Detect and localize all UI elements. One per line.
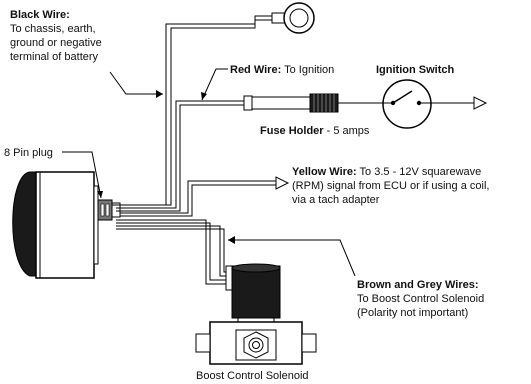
- ring-terminal: [271, 2, 315, 34]
- black-wire: [112, 15, 272, 206]
- black-wire-callout-arrow: [156, 90, 163, 98]
- plug-callout-arrow: [97, 191, 103, 198]
- yellow-wire-line3: via a tach adapter: [292, 194, 380, 206]
- gauge: [12, 171, 99, 279]
- yellow-wire-label: Yellow Wire: To 3.5 - 12V squarewave: [292, 166, 481, 178]
- black-wire-line1: To chassis, earth,: [10, 23, 96, 35]
- yellow-wire-desc: To 3.5 - 12V squarewave: [357, 166, 482, 178]
- yellow-wire: [120, 180, 276, 217]
- yellow-wire-arrow: [275, 176, 290, 190]
- yellow-wire-line2: (RPM) signal from ECU or if using a coil…: [292, 180, 489, 192]
- boost-control-solenoid: [195, 263, 317, 365]
- black-wire-title: Black Wire:: [10, 9, 70, 21]
- fuse-holder-desc: - 5 amps: [324, 125, 370, 137]
- brown-grey-callout-line: [228, 239, 356, 277]
- ignition-switch-label: Ignition Switch: [376, 64, 454, 76]
- eight-pin-plug: [97, 199, 121, 221]
- fuse-holder-title: Fuse Holder: [260, 125, 324, 137]
- black-wire-callout-line: [109, 71, 163, 95]
- brown-grey-callout-arrow: [228, 236, 235, 244]
- yellow-wire-title: Yellow Wire:: [292, 166, 357, 178]
- plug-callout-line: [62, 151, 102, 199]
- brown-grey-line1: To Boost Control Solenoid: [357, 293, 484, 305]
- red-wire-label: Red Wire: To Ignition: [230, 64, 334, 76]
- brown-grey-title: Brown and Grey Wires:: [357, 279, 479, 291]
- red-wire-callout-arrow: [201, 92, 207, 100]
- black-wire-line3: terminal of battery: [10, 51, 99, 63]
- pin-plug-label: 8 Pin plug: [4, 147, 53, 159]
- red-wire-title: Red Wire:: [230, 64, 281, 76]
- black-wire-line2: ground or negative: [10, 37, 102, 49]
- fuse-holder-label: Fuse Holder - 5 amps: [260, 125, 370, 137]
- solenoid-label: Boost Control Solenoid: [196, 370, 309, 382]
- fuse-holder: [243, 93, 378, 113]
- brown-grey-line2: (Polarity not important): [357, 307, 468, 319]
- red-wire-desc: To Ignition: [281, 64, 334, 76]
- red-wire: [116, 100, 244, 212]
- red-wire-callout-line: [201, 68, 228, 101]
- brown-grey-wires: [116, 219, 232, 285]
- ignition-switch: [378, 79, 488, 129]
